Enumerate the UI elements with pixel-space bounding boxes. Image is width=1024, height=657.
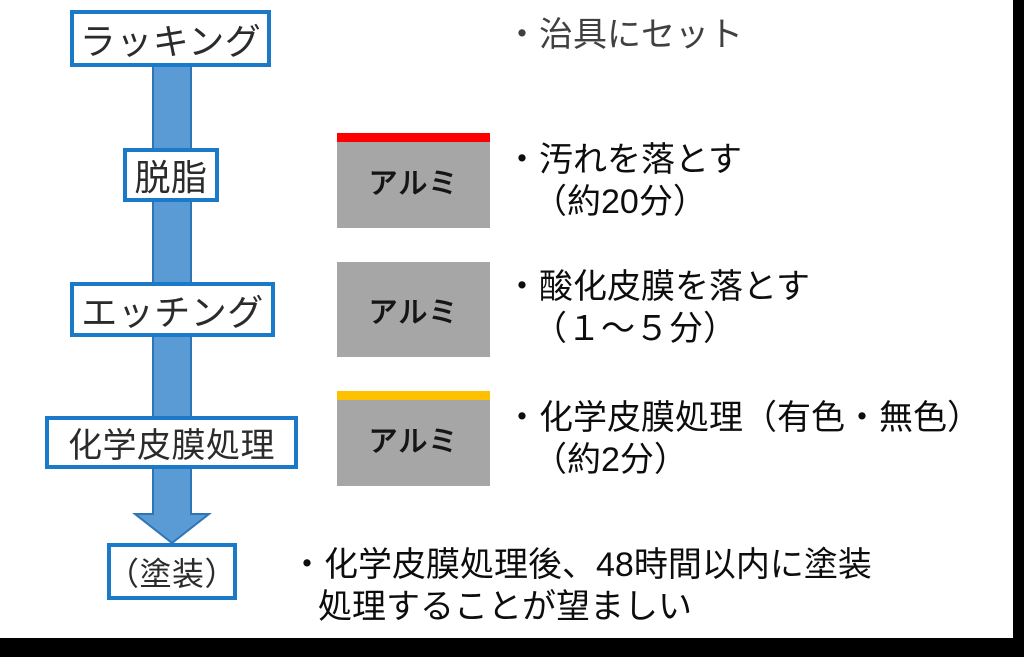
annotation-line: （約20分） bbox=[533, 183, 707, 221]
annotation-chemical-film: ・化学皮膜処理（有色・無色） （約2分） bbox=[505, 397, 981, 481]
annotation-line: （約2分） bbox=[533, 441, 688, 479]
annotation-line: ・汚れを落とす bbox=[505, 141, 742, 179]
annotation-line: ・化学皮膜処理（有色・無色） bbox=[505, 399, 981, 437]
material-label: アルミ bbox=[368, 425, 459, 458]
material-label: アルミ bbox=[368, 296, 459, 329]
annotation-remove-oxide-film: ・酸化皮膜を落とす （１～５分） bbox=[505, 266, 810, 350]
annotation-degrease: ・汚れを落とす （約20分） bbox=[505, 139, 742, 223]
flow-step-painting: （塗装） bbox=[107, 543, 237, 600]
annotation-paint-within-48h: ・化学皮膜処理後、48時間以内に塗装 処理することが望ましい bbox=[290, 544, 872, 628]
annotation-line: 処理することが望ましい bbox=[318, 588, 692, 626]
frame-bottom-bar bbox=[0, 638, 1024, 657]
flow-step-chemical-film: 化学皮膜処理 bbox=[45, 416, 298, 469]
material-label: アルミ bbox=[368, 167, 459, 200]
annotation-jig-set: ・治具にセット bbox=[505, 14, 743, 56]
frame-right-bar bbox=[1013, 0, 1024, 657]
coating-strip-red bbox=[337, 133, 490, 142]
annotation-line: ・治具にセット bbox=[505, 16, 743, 54]
flow-step-degreasing: 脱脂 bbox=[123, 148, 219, 202]
coating-strip-gold bbox=[337, 391, 490, 400]
material-box-degreasing: アルミ bbox=[337, 133, 490, 228]
material-box-chemical-film: アルミ bbox=[337, 391, 490, 486]
flow-step-racking: ラッキング bbox=[70, 10, 271, 67]
material-box-etching: アルミ bbox=[337, 262, 490, 357]
flow-step-etching: エッチング bbox=[70, 282, 275, 337]
annotation-line: ・酸化皮膜を落とす bbox=[505, 268, 810, 306]
annotation-line: （１～５分） bbox=[533, 310, 737, 348]
annotation-line: ・化学皮膜処理後、48時間以内に塗装 bbox=[290, 546, 872, 584]
